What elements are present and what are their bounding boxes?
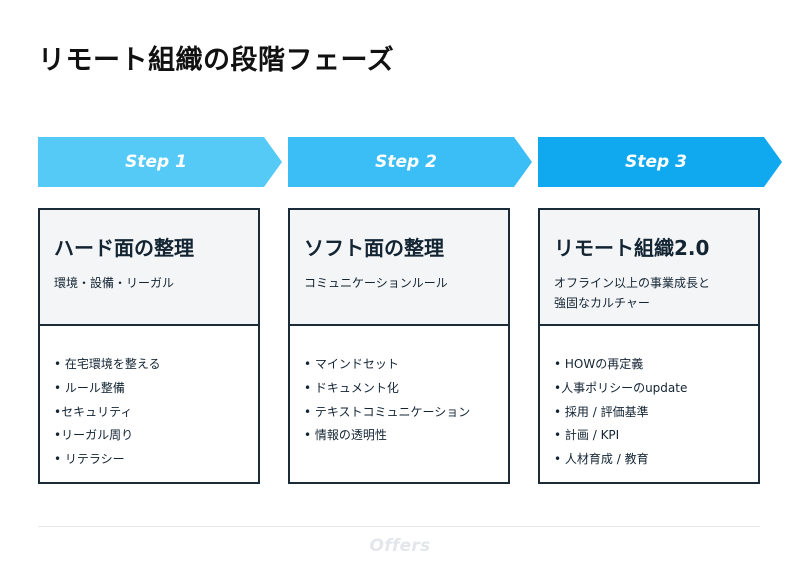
list-item: •人事ポリシーのupdate (554, 380, 688, 395)
footer-divider (38, 526, 760, 527)
step-3-arrow: Step 3 (538, 137, 782, 187)
list-item: • 計画 / KPI (554, 428, 620, 443)
step-3-subtitle-line: 強固なカルチャー (554, 296, 650, 310)
step-1-list: • 在宅環境を整える • ルール整備 •セキュリティ •リーガル周り • リテラ… (40, 326, 258, 472)
list-item: • ルール整備 (54, 380, 125, 395)
step-2-list: • マインドセット • ドキュメント化 • テキストコミュニケーション • 情報… (290, 326, 508, 448)
list-item: • 採用 / 評価基準 (554, 404, 649, 419)
step-1-card-header: ハード面の整理 環境・設備・リーガル (40, 210, 258, 326)
step-3-list: • HOWの再定義 •人事ポリシーのupdate • 採用 / 評価基準 • 計… (540, 326, 758, 472)
list-item: •リーガル周り (54, 428, 134, 443)
list-item: •セキュリティ (54, 404, 133, 419)
step-1-arrow: Step 1 (38, 137, 282, 187)
step-2-subtitle: コミュニケーションルール (304, 273, 494, 293)
step-3-card: リモート組織2.0 オフライン以上の事業成長と 強固なカルチャー • HOWの再… (538, 208, 760, 484)
step-2-arrow: Step 2 (288, 137, 532, 187)
list-item: • 在宅環境を整える (54, 357, 161, 371)
list-item: • テキストコミュニケーション (304, 404, 471, 419)
step-1-subtitle-line: 環境・設備・リーガル (54, 276, 175, 290)
list-item: • 情報の透明性 (304, 428, 387, 443)
list-item: • マインドセット (304, 357, 399, 371)
list-item: • HOWの再定義 (554, 357, 644, 371)
step-3-subtitle: オフライン以上の事業成長と 強固なカルチャー (554, 273, 744, 313)
list-item: • リテラシー (54, 452, 125, 467)
step-2-card: ソフト面の整理 コミュニケーションルール • マインドセット • ドキュメント化… (288, 208, 510, 484)
step-2-subtitle-line: コミュニケーションルール (304, 276, 448, 290)
list-item: • 人材育成 / 教育 (554, 452, 649, 467)
step-1-subtitle: 環境・設備・リーガル (54, 273, 244, 293)
step-3-subtitle-line: オフライン以上の事業成長と (554, 276, 711, 290)
step-3-card-header: リモート組織2.0 オフライン以上の事業成長と 強固なカルチャー (540, 210, 758, 326)
step-1-card: ハード面の整理 環境・設備・リーガル • 在宅環境を整える • ルール整備 •セ… (38, 208, 260, 484)
step-3-title: リモート組織2.0 (554, 236, 710, 260)
step-1-label: Step 1 (125, 152, 187, 172)
step-2-title: ソフト面の整理 (304, 236, 444, 260)
page-title: リモート組織の段階フェーズ (38, 45, 395, 76)
list-item: • ドキュメント化 (304, 380, 399, 395)
step-2-label: Step 2 (375, 152, 437, 172)
step-1-title: ハード面の整理 (54, 236, 194, 260)
offers-logo: Offers (369, 536, 431, 556)
step-3-label: Step 3 (625, 152, 687, 172)
step-2-card-header: ソフト面の整理 コミュニケーションルール (290, 210, 508, 326)
